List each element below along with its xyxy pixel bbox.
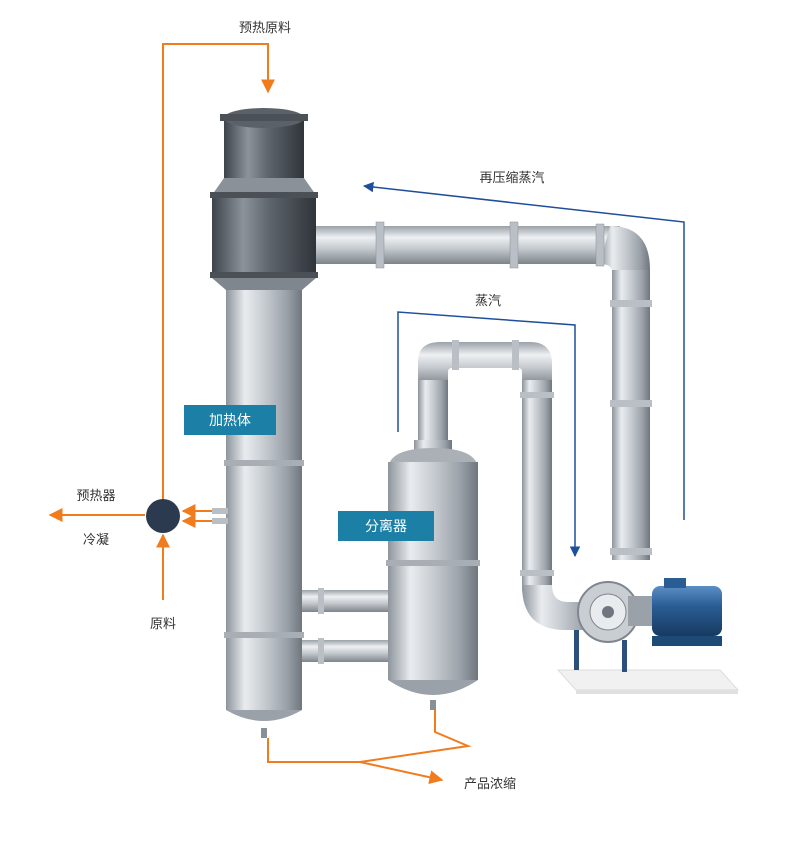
raw-feed-label: 原料 (150, 617, 176, 632)
preheated-feed-label: 预热原料 (239, 21, 291, 36)
separator-tag-text: 分离器 (365, 518, 407, 535)
product-line-separator (359, 710, 472, 763)
connecting-pipes (302, 588, 392, 664)
recompressed-vapor-line (362, 181, 685, 520)
heating-body-tag: 加热体 (184, 405, 276, 435)
orange-flow-lines (48, 43, 472, 785)
preheater-label: 预热器 (76, 489, 115, 504)
heating-body-tag-text: 加热体 (209, 413, 251, 429)
motor (652, 586, 722, 636)
separator-tag: 分离器 (338, 511, 434, 541)
separator-vessel (386, 440, 480, 710)
recompressed-vapor-label: 再压缩蒸汽 (479, 170, 544, 186)
product-line-column (267, 738, 444, 785)
preheater-node (146, 499, 180, 533)
condensate-label: 冷凝 (83, 532, 109, 548)
compressor-unit (556, 578, 740, 694)
recompressed-vapor-pipe (310, 221, 652, 560)
vapor-label: 蒸汽 (475, 294, 501, 309)
heating-body-column (210, 108, 318, 738)
blue-flow-lines (362, 181, 685, 558)
vapor-line (397, 311, 581, 558)
product-concentrate-label: 产品浓缩 (464, 776, 516, 792)
vapor-pipe (418, 340, 600, 630)
preheated-feed-line (162, 43, 275, 500)
